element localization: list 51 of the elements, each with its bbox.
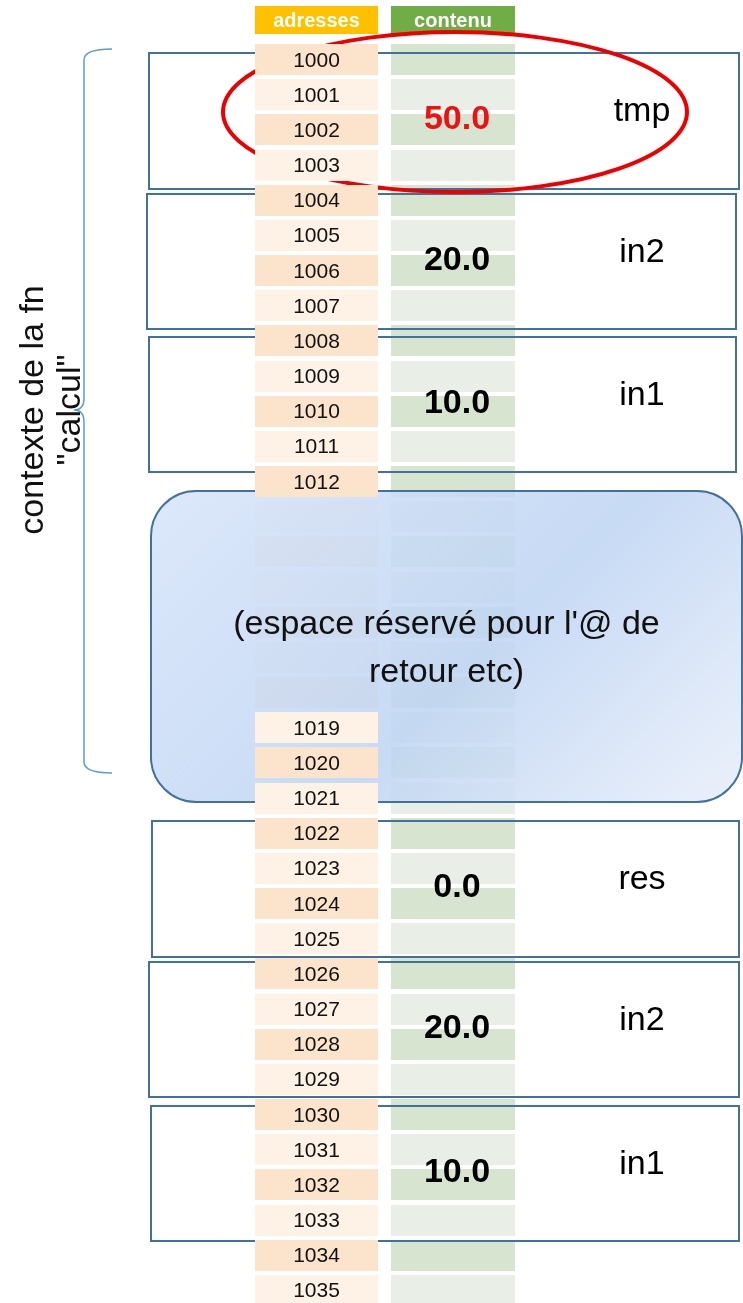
address-cell: 1011 [255, 430, 378, 462]
address-cell: 1003 [255, 149, 378, 181]
address-cell: 1030 [255, 1099, 378, 1131]
memory-value: 10.0 [423, 381, 491, 420]
variable-frame [146, 193, 737, 330]
address-cell: 1006 [255, 255, 378, 286]
address-cell: 1027 [255, 993, 378, 1025]
address-cell: 1026 [255, 958, 378, 990]
address-cell: 1010 [255, 395, 378, 427]
address-cell: 1024 [255, 888, 378, 920]
address-cell: 1007 [255, 290, 378, 322]
address-cell: 1034 [255, 1239, 378, 1271]
variable-frame [148, 336, 737, 473]
variable-frame [150, 1105, 740, 1242]
brace-label: contexte de la fn "calcul" [12, 284, 88, 537]
address-cell: 1028 [255, 1028, 378, 1060]
memory-value: 20.0 [423, 1006, 491, 1045]
column-header: adresses [255, 6, 378, 34]
variable-name: in1 [619, 373, 665, 412]
address-cell: 1023 [255, 852, 378, 884]
variable-name: tmp [613, 89, 671, 129]
address-cell: 1033 [255, 1204, 378, 1236]
variable-frame [148, 52, 740, 190]
memory-value: 20.0 [423, 238, 491, 277]
address-cell: 1009 [255, 360, 378, 392]
address-cell: 1001 [255, 79, 378, 111]
address-cell: 1032 [255, 1169, 378, 1201]
address-cell: 1004 [255, 184, 378, 216]
address-cell: 1000 [255, 44, 378, 75]
address-cell: 1019 [255, 712, 378, 744]
address-cell: 1005 [255, 219, 378, 251]
memory-value: 0.0 [433, 865, 481, 905]
variable-name: in2 [619, 230, 665, 269]
address-cell: 1035 [255, 1274, 378, 1303]
variable-name: res [618, 857, 666, 897]
column-header: contenu [391, 6, 515, 34]
address-cell: 1029 [255, 1063, 378, 1095]
address-cell: 1022 [255, 817, 378, 849]
memory-value: 10.0 [423, 1150, 491, 1189]
address-cell: 1002 [255, 114, 378, 146]
address-cell: 1012 [255, 466, 378, 498]
address-cell: 1025 [255, 923, 378, 955]
variable-name: in2 [619, 998, 665, 1037]
memory-value: 50.0 [423, 97, 491, 137]
address-cell: 1008 [255, 325, 378, 357]
address-cell: 1020 [255, 747, 378, 779]
address-cell: 1021 [255, 782, 378, 814]
address-cell: 1031 [255, 1134, 378, 1166]
variable-frame [148, 961, 740, 1098]
variable-frame [151, 820, 740, 958]
variable-name: in1 [619, 1142, 665, 1181]
